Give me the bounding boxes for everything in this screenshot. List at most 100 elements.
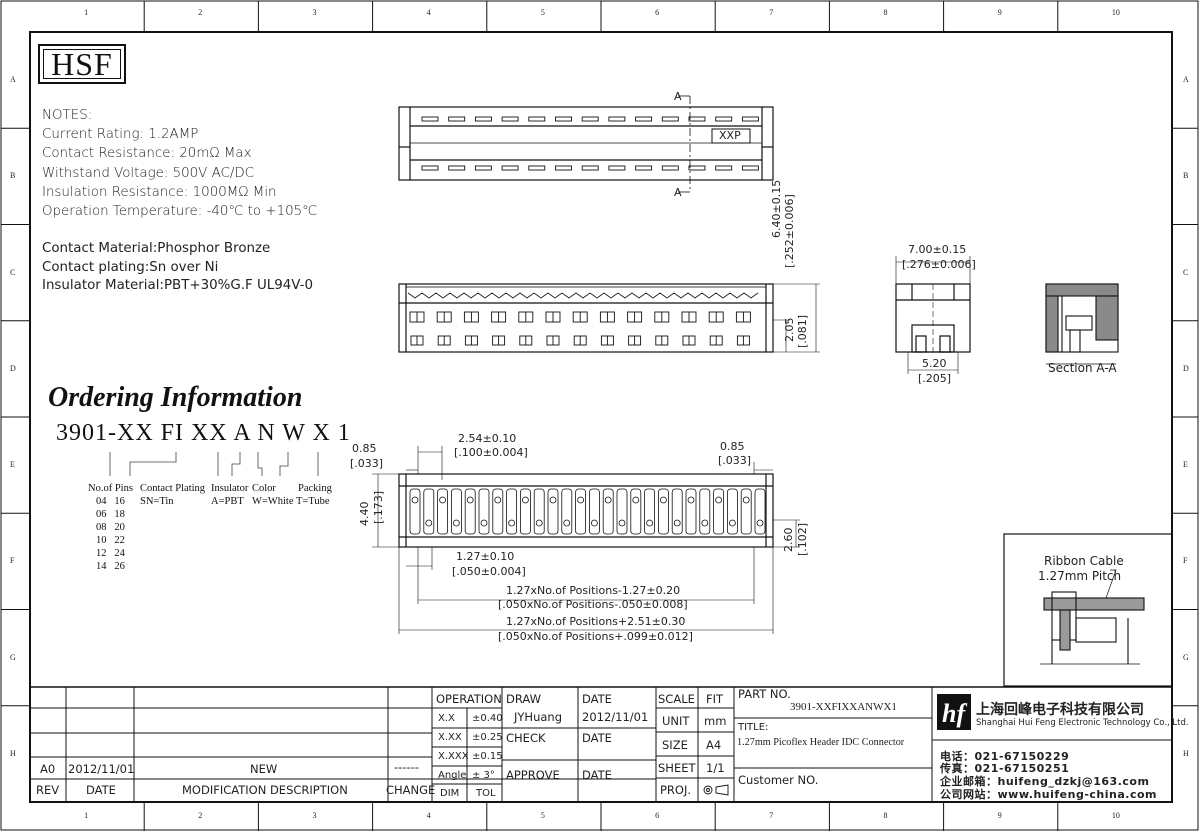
ruler-col-label: 6 <box>655 811 660 820</box>
ruler-col-label: 3 <box>312 811 317 820</box>
ruler-row-label: H <box>10 748 16 758</box>
len1-dim-in: [.050xNo.of Positions-.050±0.008] <box>498 598 688 611</box>
contact <box>547 488 559 535</box>
sheet-value: 1/1 <box>706 761 725 775</box>
section-label: Section A-A <box>1048 361 1117 375</box>
pins-row: 08 20 <box>96 522 125 533</box>
contact <box>478 488 490 535</box>
ribbon-pitch: 1.27mm Pitch <box>1038 569 1122 583</box>
projection-symbol <box>703 784 729 796</box>
contact <box>616 488 628 535</box>
title-value: 1.27mm Picoflex Header IDC Connector <box>737 737 905 748</box>
ruler-row-label: E <box>10 460 15 470</box>
pins-row: 12 24 <box>96 548 125 559</box>
material-line: Contact plating:Sn over Ni <box>42 259 219 275</box>
sheet-label: SHEET <box>658 761 696 775</box>
xxp-label: XXP <box>719 129 741 142</box>
proj-label: PROJ. <box>660 783 692 797</box>
ruler-row-label: C <box>10 267 16 277</box>
contact <box>602 488 614 535</box>
ruler-row-label: F <box>10 556 15 566</box>
company-phone: 电话：021-67150229 <box>940 750 1070 763</box>
ruler-row-label: G <box>10 652 16 662</box>
slot <box>528 116 546 122</box>
slot <box>555 116 572 122</box>
tol-row-1-label: X.XX <box>438 732 462 743</box>
date-label: DATE <box>86 783 116 797</box>
part-no-value: 3901-XXFIXXANWX1 <box>790 701 897 713</box>
pitch-dim-in: [.100±0.004] <box>454 446 528 459</box>
ruler-col-label: 6 <box>655 8 660 17</box>
date-value: 2012/11/01 <box>68 762 135 776</box>
slot <box>715 116 733 122</box>
contact <box>671 488 683 535</box>
desc-label: MODIFICATION DESCRIPTION <box>182 783 348 797</box>
slot <box>688 165 706 171</box>
h440-dim-mm: 4.40 <box>358 501 371 527</box>
check-date-label: DATE <box>582 731 612 745</box>
connector-bottom-view <box>372 446 800 634</box>
slot <box>474 165 492 171</box>
pins-row: 06 18 <box>96 509 125 520</box>
plating-value: SN=Tin <box>140 496 174 507</box>
contact <box>409 488 421 535</box>
slot <box>501 116 519 122</box>
len2-dim-mm: 1.27xNo.of Positions+2.51±0.30 <box>506 615 686 628</box>
section-a-a-view <box>1045 283 1119 365</box>
slot <box>661 165 679 171</box>
company-fax: 传真：021-67150251 <box>940 762 1070 775</box>
bottom-dim-mm: 5.20 <box>922 357 947 370</box>
insulator-value: A=PBT <box>211 496 244 507</box>
ribbon-label: Ribbon Cable <box>1044 554 1124 568</box>
ordering-leaders <box>109 452 319 476</box>
size-label: SIZE <box>662 738 688 752</box>
contact <box>520 488 531 535</box>
slot <box>635 165 653 171</box>
ruler-col-label: 9 <box>997 8 1002 17</box>
ruler-row-label: G <box>1183 652 1189 662</box>
ruler-row-label: D <box>1183 363 1189 373</box>
ruler-row-label: C <box>1183 267 1189 277</box>
change-label: CHANGE <box>386 783 436 797</box>
width-dim-in: [.276±0.006] <box>902 258 976 271</box>
slot <box>474 116 492 122</box>
approve-date-label: DATE <box>582 768 612 782</box>
company-name-cn: 上海回峰电子科技有限公司 <box>976 702 1144 718</box>
slot <box>688 116 706 122</box>
rev-value: A0 <box>40 762 56 776</box>
slot <box>581 116 599 122</box>
ruler-row-label: B <box>10 171 16 181</box>
ruler-col-label: 4 <box>426 8 431 17</box>
contact <box>575 488 586 535</box>
pitch-dim-mm: 2.54±0.10 <box>458 432 517 445</box>
company-email: 企业邮箱：huifeng_dzkj@163.com <box>940 775 1150 788</box>
ruler-row-label: B <box>1183 171 1189 181</box>
scale-value: FIT <box>706 692 724 706</box>
slot <box>635 116 653 122</box>
operation-label: OPERATION <box>436 692 502 706</box>
packing-value: T=Tube <box>296 496 330 507</box>
ruler-row-label: D <box>10 363 16 373</box>
insulator-label: Insulator <box>211 483 249 494</box>
ruler-col-label: 10 <box>1111 811 1120 820</box>
contact <box>450 488 462 535</box>
slot <box>448 116 466 122</box>
slot <box>581 165 599 171</box>
ruler-col-label: 7 <box>769 811 774 820</box>
ruler-col-label: 5 <box>540 8 545 17</box>
ruler-row-label: F <box>1183 556 1188 566</box>
company-website: 公司网站：www.huifeng-china.com <box>940 788 1158 801</box>
ordering-title: Ordering Information <box>48 382 303 413</box>
hsf-logo: HSF <box>38 44 126 84</box>
pins-row: 10 22 <box>96 535 125 546</box>
ruler-col-label: 1 <box>84 811 89 820</box>
p127-dim-mm: 1.27±0.10 <box>456 550 515 563</box>
contact <box>699 488 711 535</box>
color-value: W=White <box>252 496 294 507</box>
draw-date-value: 2012/11/01 <box>582 710 649 724</box>
contact <box>713 488 724 535</box>
slot <box>555 165 572 171</box>
slot <box>608 165 626 171</box>
len2-dim-in: [.050xNo.of Positions+.099±0.012] <box>498 630 693 643</box>
